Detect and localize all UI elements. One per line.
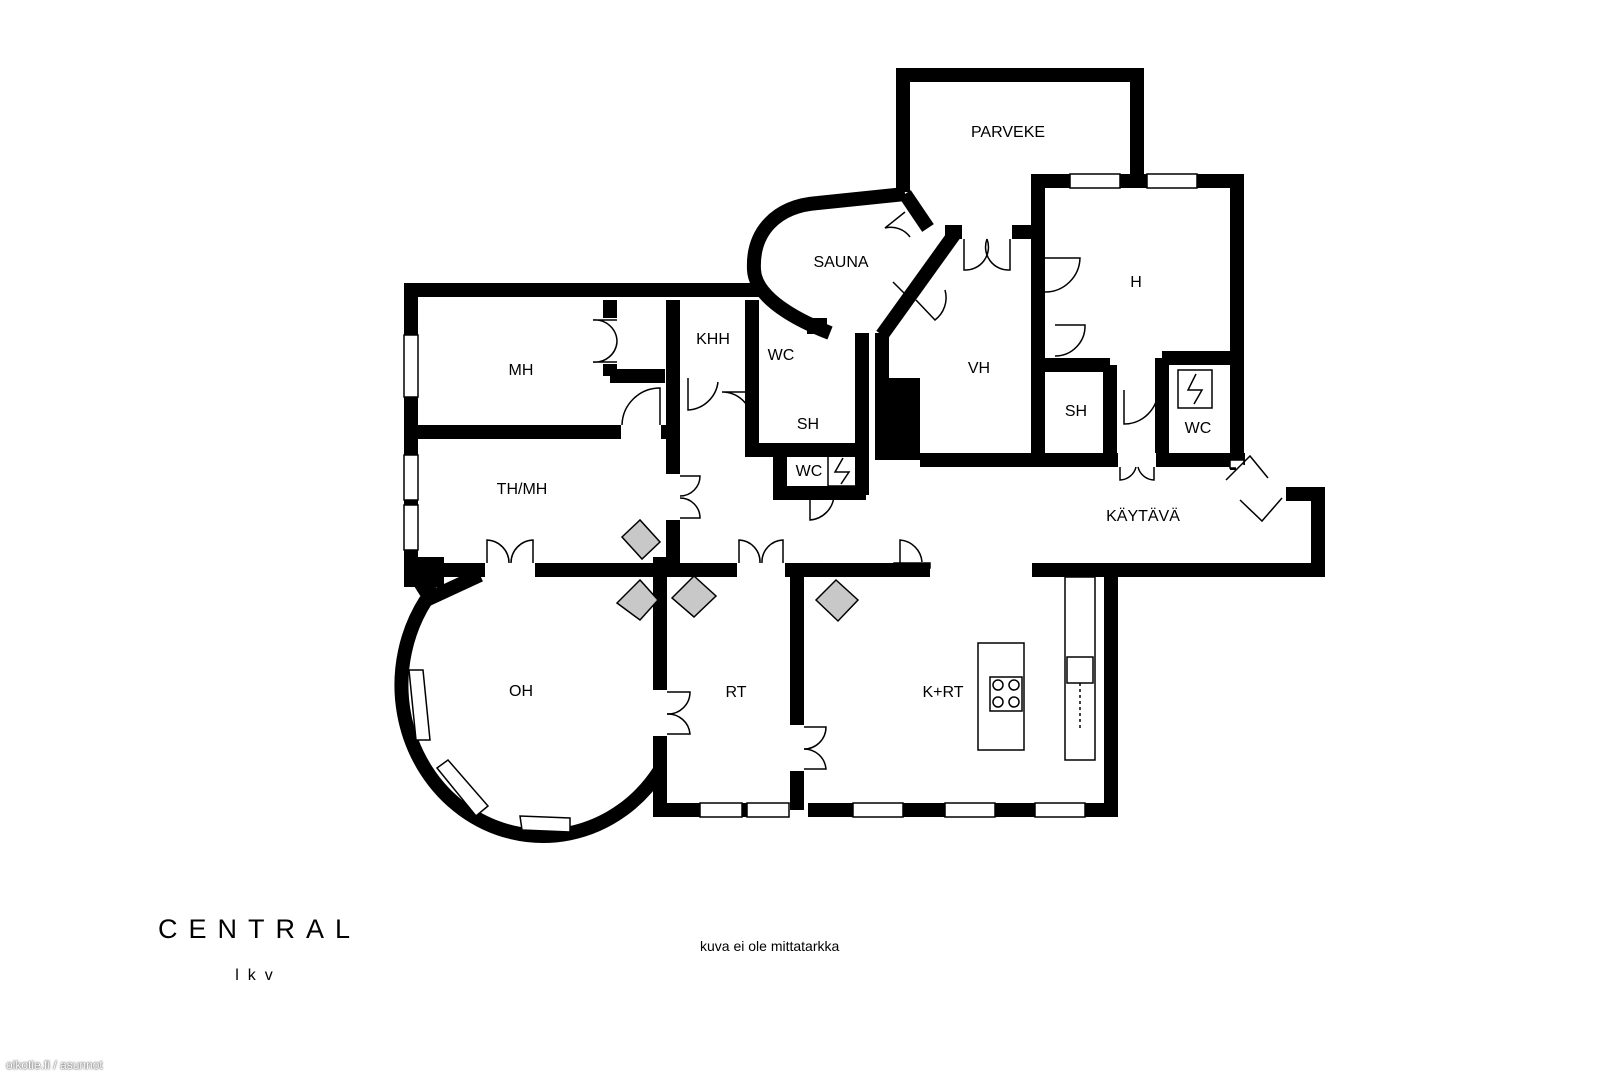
room-label-h: H	[1130, 274, 1142, 291]
brand-logo: CENTRAL lkv	[120, 914, 388, 985]
room-label-sh-right: SH	[1065, 403, 1087, 420]
room-label-k-rt: K+RT	[922, 684, 963, 701]
room-label-khh: KHH	[696, 331, 730, 348]
room-label-th-mh: TH/MH	[497, 481, 548, 498]
room-label-parveke: PARVEKE	[971, 124, 1045, 141]
site-watermark: oikotie.fi / asunnot	[6, 1058, 103, 1072]
room-label-vh: VH	[968, 360, 990, 377]
windows	[403, 173, 1245, 833]
scale-disclaimer: kuva ei ole mittatarkka	[700, 938, 840, 954]
room-label-mh: MH	[509, 362, 534, 379]
room-label-kaytava: KÄYTÄVÄ	[1106, 507, 1180, 525]
room-label-sh-sauna: SH	[797, 416, 819, 433]
fixtures	[827, 369, 1213, 761]
brand-name: CENTRAL	[157, 914, 362, 944]
room-label-wc-sauna: WC	[768, 347, 795, 364]
room-label-wc-lower: WC	[796, 463, 823, 480]
room-labels: PARVEKE SAUNA H MH KHH WC VH SH SH WC WC…	[497, 124, 1212, 701]
doors	[485, 211, 1286, 771]
oh-round-wall	[394, 568, 667, 843]
room-label-rt: RT	[725, 684, 746, 701]
room-label-sauna: SAUNA	[813, 254, 868, 271]
room-label-wc-right: WC	[1185, 420, 1212, 437]
solid-wall-blocks	[404, 318, 920, 605]
brand-subtitle: lkv	[235, 967, 282, 984]
room-label-oh: OH	[509, 683, 533, 700]
